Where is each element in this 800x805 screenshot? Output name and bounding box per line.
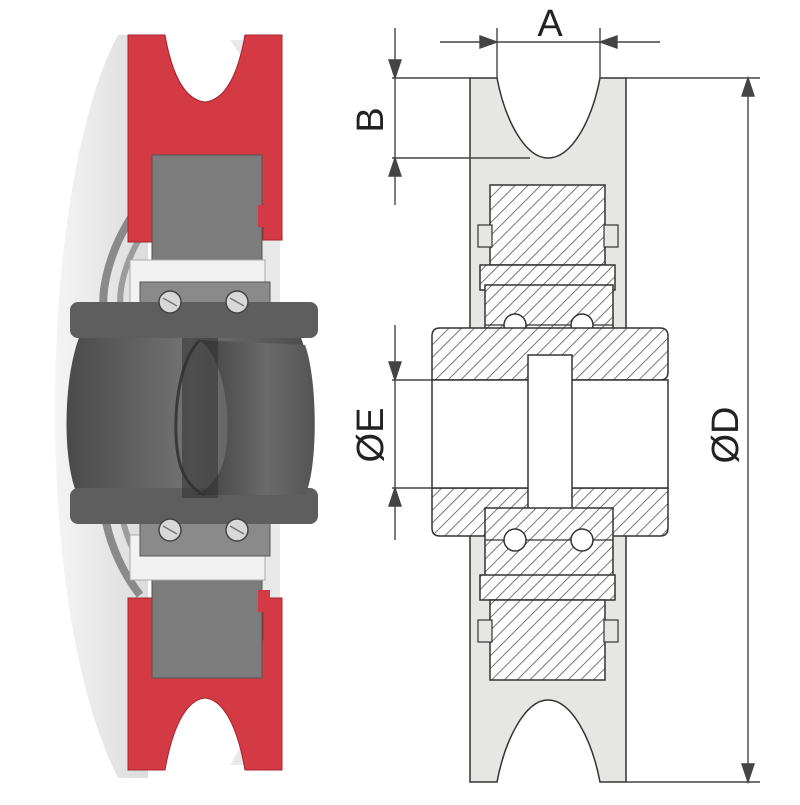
step-notch (603, 619, 619, 643)
insert-section-bottom (489, 599, 606, 681)
dimension-label-b: B (350, 107, 392, 132)
dimensions (388, 28, 760, 785)
dimension-label-d: ØD (705, 407, 747, 464)
hub-flange (70, 302, 318, 338)
section-view (431, 77, 669, 783)
insert-section-top (489, 184, 606, 266)
center-rib (527, 354, 573, 516)
insert-notch (258, 205, 270, 227)
step-notch (477, 224, 493, 248)
ball-section (503, 528, 527, 552)
gray-insert-top (151, 154, 263, 261)
step-notch (603, 224, 619, 248)
dimension-label-a: A (537, 3, 563, 45)
cutaway-view (54, 34, 318, 778)
hub-bore (195, 340, 315, 495)
insert-section-bottom (479, 574, 616, 601)
bearing-balls (158, 290, 249, 542)
hub-section (431, 327, 669, 381)
ball-section (570, 528, 594, 552)
insert-notch (258, 590, 270, 612)
hub-center-slot (182, 338, 218, 498)
step-notch (477, 619, 493, 643)
dimension-label-e: ØE (350, 408, 392, 463)
hub-flange (70, 488, 318, 524)
gray-insert-bottom (151, 577, 263, 679)
